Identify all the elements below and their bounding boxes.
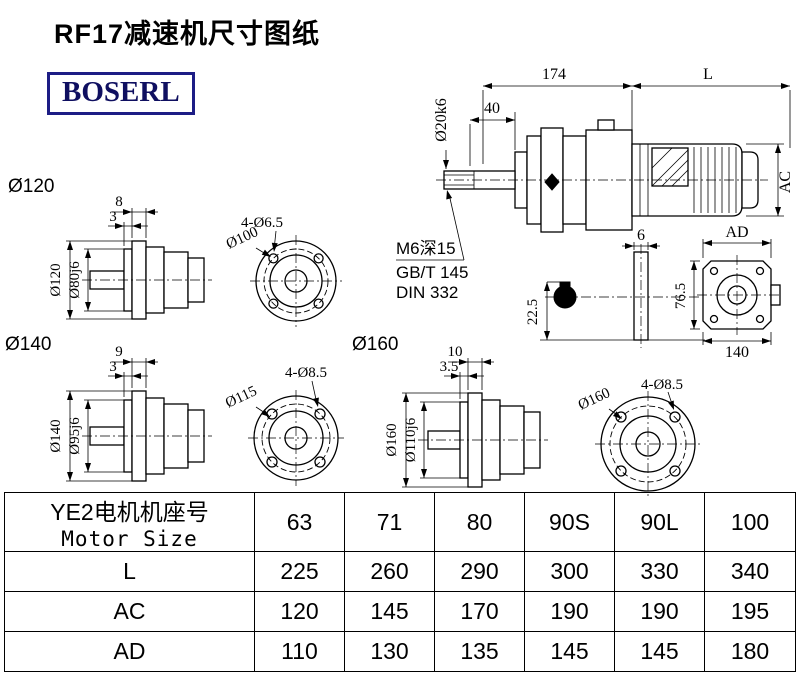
table-cell: 130 (344, 631, 435, 672)
flange-160-group: Ø160 10 3.5 (352, 334, 701, 497)
key-height-label: 22.5 (525, 299, 541, 325)
table-cell: 190 (524, 591, 615, 632)
size-col-header: 63 (254, 492, 345, 552)
motor-size-header: YE2电机机座号 Motor Size (4, 492, 255, 552)
flange-140-bolt-circle-label: Ø115 (223, 383, 259, 411)
page-title: RF17减速机尺寸图纸 (54, 19, 321, 49)
size-col-header: 90L (614, 492, 705, 552)
flange-160-title: Ø160 (352, 334, 398, 355)
flange-160-dim1-label: 10 (448, 344, 463, 360)
flange-120-group: Ø120 8 3 (8, 176, 342, 327)
flange-140-dim2-label: 3 (109, 359, 117, 375)
size-col-header: 71 (344, 492, 435, 552)
dim-l-label: L (703, 66, 713, 83)
table-row-l: L 225 260 290 300 330 340 (4, 551, 796, 592)
thread-note-din: DIN 332 (396, 283, 458, 302)
flange-120-dim1-label: 8 (115, 194, 123, 210)
main-assembly-view: 174 L 40 Ø20k6 AC M6深15 GB/ (396, 66, 794, 302)
size-col-header: 90S (524, 492, 615, 552)
dim-40-label: 40 (484, 100, 500, 117)
table-cell: 145 (524, 631, 615, 672)
table-cell: 290 (434, 551, 525, 592)
table-cell: 190 (614, 591, 705, 632)
flange-160-spigot-label: Ø110j6 (403, 417, 419, 462)
flange-120-holes-label: 4-Ø6.5 (241, 215, 283, 231)
end-width-label: 140 (725, 344, 749, 361)
shaft-key-section-view: 6 22.5 (525, 227, 705, 348)
table-cell: 300 (524, 551, 615, 592)
table-cell: 340 (704, 551, 796, 592)
dim-174-label: 174 (542, 66, 566, 83)
end-height-label: 76.5 (673, 283, 689, 309)
flange-120-od-label: Ø120 (48, 263, 64, 296)
dim-ad-label: AD (725, 224, 748, 241)
flange-140-od-label: Ø140 (48, 419, 64, 452)
thread-note-gb: GB/T 145 (396, 263, 468, 282)
flange-160-od-label: Ø160 (384, 423, 400, 456)
row-label: L (4, 551, 255, 592)
table-cell: 145 (614, 631, 705, 672)
table-cell: 195 (704, 591, 796, 632)
table-row-ac: AC 120 145 170 190 190 195 (4, 591, 796, 632)
dimension-table: YE2电机机座号 Motor Size 63 71 80 90S 90L 100… (4, 492, 796, 672)
table-cell: 135 (434, 631, 525, 672)
flange-120-dim2-label: 3 (109, 209, 117, 225)
motor-end-view: AD 76.5 140 (673, 224, 781, 361)
motor-size-header-cn: YE2电机机座号 (50, 499, 209, 525)
flange-160-bolt-circle-label: Ø160 (576, 385, 613, 414)
flange-140-title: Ø140 (5, 334, 51, 355)
flange-120-title: Ø120 (8, 176, 54, 197)
flange-140-holes-label: 4-Ø8.5 (285, 365, 327, 381)
table-header-row: YE2电机机座号 Motor Size 63 71 80 90S 90L 100 (4, 492, 796, 552)
table-cell: 110 (254, 631, 345, 672)
table-cell: 330 (614, 551, 705, 592)
motor-size-header-en: Motor Size (61, 527, 198, 551)
row-label: AD (4, 631, 255, 672)
table-cell: 260 (344, 551, 435, 592)
table-cell: 170 (434, 591, 525, 632)
row-label: AC (4, 591, 255, 632)
flange-140-group: Ø140 9 3 (5, 334, 344, 486)
size-col-header: 80 (434, 492, 525, 552)
flange-140-dim1-label: 9 (115, 344, 123, 360)
flange-160-dim2-label: 3.5 (440, 359, 459, 375)
flange-120-spigot-label: Ø80j6 (67, 261, 83, 299)
shaft-diameter-label: Ø20k6 (433, 98, 450, 142)
table-cell: 145 (344, 591, 435, 632)
flange-160-holes-label: 4-Ø8.5 (641, 377, 683, 393)
thread-note-m6: M6深15 (396, 239, 456, 258)
table-cell: 225 (254, 551, 345, 592)
table-row-ad: AD 110 130 135 145 145 180 (4, 631, 796, 672)
table-cell: 180 (704, 631, 796, 672)
size-col-header: 100 (704, 492, 796, 552)
dim-ac-label: AC (777, 171, 794, 193)
brand-logo: BOSERL (47, 72, 195, 115)
flange-140-spigot-label: Ø95j6 (67, 417, 83, 455)
table-cell: 120 (254, 591, 345, 632)
key-width-label: 6 (637, 227, 645, 244)
